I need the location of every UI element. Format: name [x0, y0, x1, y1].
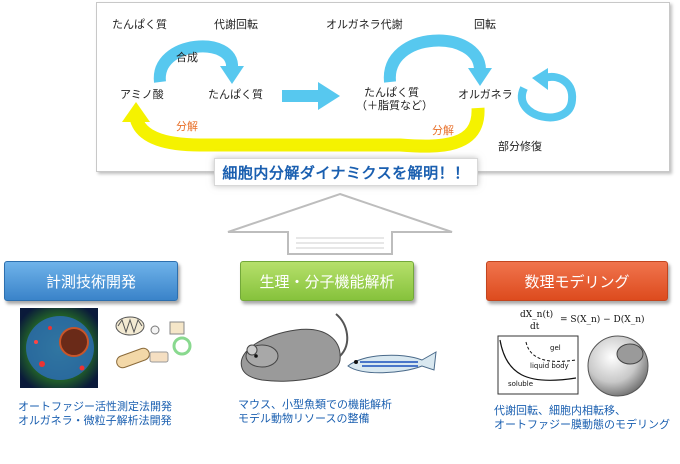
tab-measurement-tech: 計測技術開発 [4, 261, 178, 301]
main-banner: 細胞内分解ダイナミクスを解明！！ [214, 158, 478, 186]
organelle-cycle-arrow [390, 41, 480, 82]
caption-physiology-line2: モデル動物リソースの整備 [238, 412, 392, 426]
label-partial-repair: 部分修復 [498, 138, 542, 154]
label-organelle: オルガネラ [458, 86, 513, 102]
capsule-icon [150, 352, 168, 362]
tab-measurement-tech-label: 計測技術開発 [46, 271, 136, 292]
caption-math-line1: 代謝回転、細胞内相転移、 [494, 404, 670, 418]
phase-label-soluble: soluble [508, 380, 533, 388]
particle-square-icon [170, 322, 184, 334]
label-degradation-right: 分解 [432, 122, 454, 138]
equation-denominator: dt [530, 322, 539, 332]
label-protein-mid: たんぱく質 [208, 86, 263, 102]
repair-arrowhead [532, 68, 548, 90]
particle-icon [151, 326, 159, 334]
label-degradation-left: 分解 [176, 118, 198, 134]
bacterium-icon [115, 347, 151, 370]
middle-arrowhead [318, 82, 340, 110]
phase-label-liquid: liquid body [530, 362, 569, 370]
upward-arrow [220, 188, 460, 260]
equation: dX_n(t) dt = S(X_n) − D(X_n) [520, 310, 660, 334]
organelle-cycle-arrowhead [468, 68, 492, 86]
caption-physiology-line1: マウス、小型魚類での機能解析 [238, 398, 392, 412]
label-protein-top: たんぱく質 [112, 16, 167, 32]
caption-math: 代謝回転、細胞内相転移、 オートファジー膜動態のモデリング [494, 404, 670, 432]
label-organelle-metabolism: オルガネラ代謝 [326, 16, 403, 32]
animal-illustrations [222, 304, 442, 392]
tab-math-modeling-label: 数理モデリング [524, 271, 629, 292]
label-synthesis: 合成 [176, 49, 198, 65]
caption-measurement-line2: オルガネラ・微粒子解析法開発 [18, 414, 172, 428]
degradation-arrowhead [122, 102, 150, 122]
green-ring-icon [174, 338, 190, 354]
label-amino-acid: アミノ酸 [120, 86, 164, 102]
measurement-illustrations [20, 308, 210, 388]
middle-arrow-body [282, 90, 320, 102]
caption-measurement-line1: オートファジー活性測定法開発 [18, 400, 172, 414]
label-turnover: 回転 [474, 16, 496, 32]
equation-rhs: = S(X_n) − D(X_n) [560, 315, 645, 325]
caption-physiology: マウス、小型魚類での機能解析 モデル動物リソースの整備 [238, 398, 392, 426]
caption-measurement: オートファジー活性測定法開発 オルガネラ・微粒子解析法開発 [18, 400, 172, 428]
phase-diagram-and-sphere [496, 334, 666, 400]
caption-math-line2: オートファジー膜動態のモデリング [494, 418, 670, 432]
membrane-sphere-icon [588, 336, 648, 396]
synthesis-cycle-arrowhead [220, 66, 244, 84]
equation-numerator: dX_n(t) [520, 310, 553, 320]
label-metabolic-turnover: 代謝回転 [214, 16, 258, 32]
tab-physiology: 生理・分子機能解析 [240, 261, 414, 301]
label-protein-lipid-2: （＋脂質など） [356, 97, 433, 113]
tab-math-modeling: 数理モデリング [486, 261, 668, 301]
phase-label-gel: gel [550, 344, 561, 352]
tab-physiology-label: 生理・分子機能解析 [259, 271, 394, 292]
